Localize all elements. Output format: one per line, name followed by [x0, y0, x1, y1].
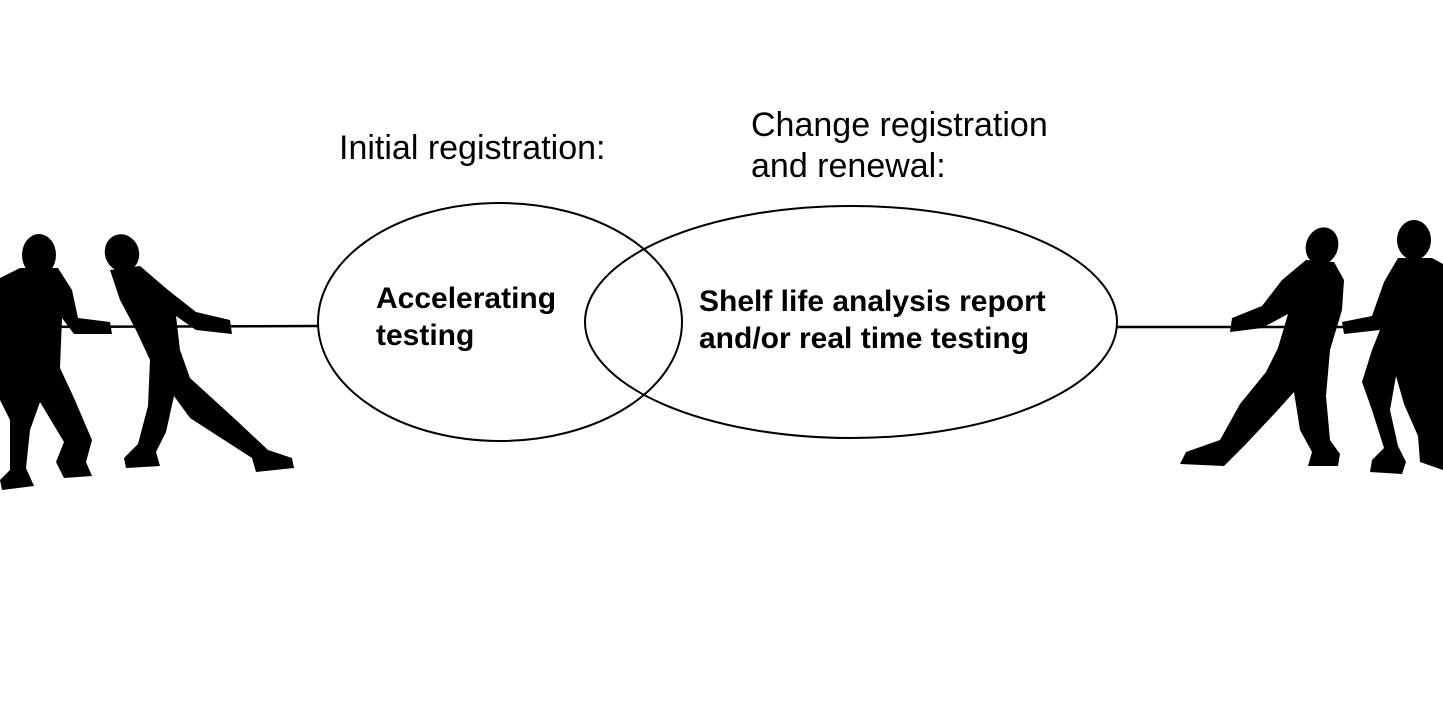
shelf-life-analysis-line1: Shelf life analysis report — [699, 285, 1046, 318]
change-registration-heading-line1: Change registration — [751, 106, 1048, 144]
initial-registration-heading: Initial registration: — [339, 128, 605, 169]
renewal-registration-oval — [584, 205, 1118, 439]
change-registration-heading: Change registration and renewal: — [751, 105, 1048, 188]
accelerating-testing-line1: Accelerating — [376, 282, 557, 315]
initial-registration-heading-text: Initial registration: — [339, 129, 606, 167]
right-puller-1-icon — [1180, 227, 1344, 466]
accelerating-testing-label: Accelerating testing — [376, 281, 556, 354]
left-puller-1-icon — [0, 234, 112, 490]
tug-of-war-pullers-right-icon — [1180, 220, 1443, 474]
right-puller-2-icon — [1342, 220, 1443, 474]
tug-of-war-pullers-left-icon — [0, 234, 294, 490]
initial-registration-oval — [317, 202, 683, 442]
shelf-life-analysis-line2: and/or real time testing — [699, 321, 1030, 355]
left-puller-2-icon — [104, 234, 294, 472]
accelerating-testing-line2: testing — [376, 318, 475, 352]
change-registration-heading-line2: and renewal: — [751, 147, 946, 186]
shelf-life-analysis-label: Shelf life analysis report and/or real t… — [699, 284, 1046, 357]
